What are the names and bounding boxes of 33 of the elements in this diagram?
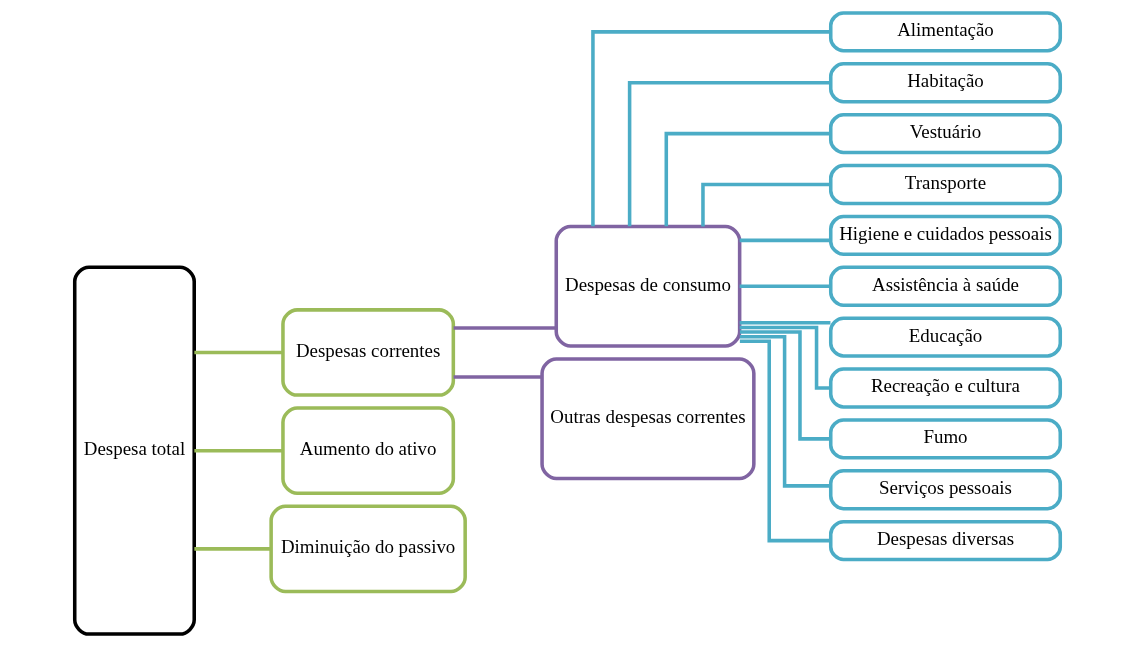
node-box: Higiene e cuidados pessoais: [828, 214, 1063, 257]
connector: [194, 448, 283, 453]
connector: [739, 330, 831, 441]
connector: [739, 284, 831, 288]
connector: [194, 350, 283, 355]
connector: [739, 321, 831, 325]
connector: [453, 326, 557, 330]
node-box: Alimentação: [828, 11, 1063, 53]
node-box: Assistência à saúde: [828, 265, 1063, 307]
connector: [627, 80, 831, 227]
node-box: Serviços pessoais: [828, 469, 1063, 511]
node-box: Fumo: [828, 418, 1063, 460]
node-box: Diminuição do passivo: [269, 504, 467, 594]
node-box: Vestuário: [828, 112, 1063, 155]
node-box: Despesas diversas: [828, 519, 1063, 562]
connector: [701, 182, 831, 227]
node-box: Educação: [828, 316, 1063, 358]
node-box: Aumento do ativo: [281, 406, 456, 496]
node-box: Transporte: [828, 163, 1063, 206]
node-box: Despesas correntes: [281, 308, 456, 397]
connector: [739, 339, 831, 543]
connector: [739, 238, 831, 243]
node-box: Outras despesas correntes: [540, 357, 756, 481]
connector: [591, 30, 831, 227]
connector: [453, 375, 542, 379]
node-box: Despesas de consumo: [554, 224, 742, 348]
connector: [664, 131, 831, 227]
connector: [739, 325, 831, 390]
node-box: Recreação e cultura: [828, 367, 1063, 409]
node-box: Habitação: [828, 62, 1063, 104]
node-box: Despesa total: [72, 265, 196, 636]
connector: [194, 547, 271, 551]
connector: [739, 334, 831, 488]
